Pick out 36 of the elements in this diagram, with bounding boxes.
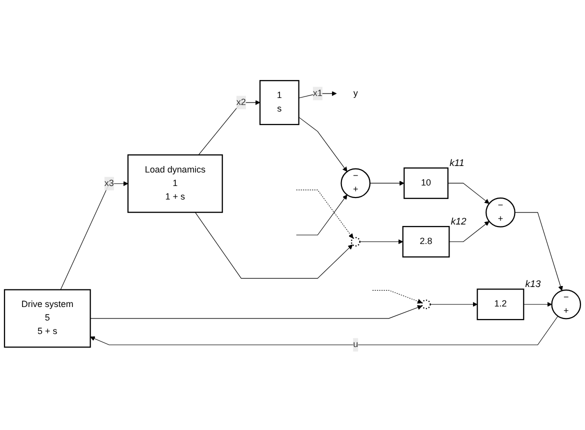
node-box: Drive system 5 5 + s: [4, 289, 91, 348]
arrow: [194, 212, 353, 279]
edge-label: x1: [312, 88, 322, 98]
node-circle: − +: [486, 198, 516, 228]
arrow: [372, 290, 422, 304]
gain-label: k11: [450, 158, 464, 169]
edge-label: x2: [236, 97, 246, 108]
node-circle: − +: [340, 168, 371, 198]
arrow: [296, 194, 348, 236]
arrow: [90, 305, 422, 319]
arrow: [514, 212, 563, 291]
arrow: [90, 316, 558, 346]
arrow: [448, 182, 490, 204]
edge-label: x3: [104, 178, 114, 188]
arrow: [298, 116, 348, 172]
gain-label: k12: [450, 216, 466, 228]
node-text: y: [353, 88, 358, 98]
arrow: [523, 302, 552, 307]
node-box: 10: [404, 167, 448, 199]
node-circle: [350, 236, 360, 247]
arrow: [370, 180, 404, 186]
node-box: 1.2: [476, 288, 524, 320]
node-box: Load dynamics 1 1 + s: [127, 154, 223, 213]
node-circle: − +: [551, 289, 582, 320]
arrow: [198, 100, 260, 156]
node-box: 1 s: [259, 80, 300, 126]
node-box: 2.8: [402, 226, 450, 258]
gain-label: k13: [525, 278, 541, 290]
node-circle: [421, 300, 431, 310]
arrow: [448, 221, 490, 242]
arrow: [430, 302, 478, 307]
arrow: [298, 91, 337, 98]
arrow: [60, 181, 128, 290]
edge-label: u: [353, 340, 358, 350]
arrow: [296, 190, 354, 239]
arrow: [360, 239, 404, 244]
